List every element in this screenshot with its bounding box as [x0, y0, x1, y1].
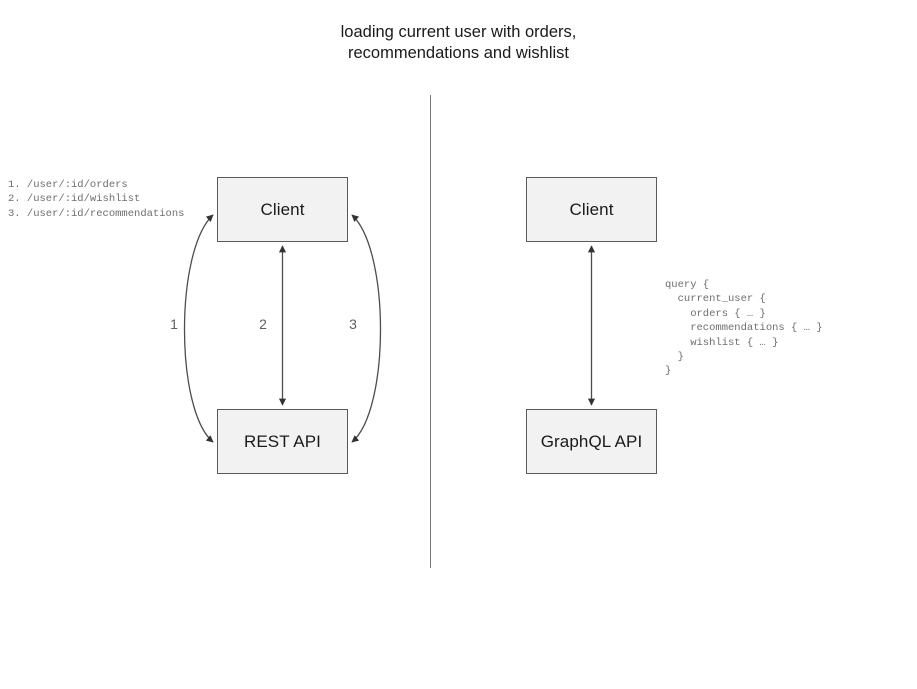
page-title: loading current user with orders, recomm…: [340, 23, 577, 62]
node-label: GraphQL API: [540, 431, 643, 451]
edge-1-curve-client-rest: [183, 214, 214, 443]
edge-number-2: 2: [259, 316, 267, 332]
node-label: Client: [260, 199, 305, 219]
graphql-query-block: query { current_user { orders { … } reco…: [665, 279, 823, 378]
node-rest-api[interactable]: REST API: [217, 409, 348, 474]
node-label: REST API: [243, 431, 322, 451]
vertical-divider: [430, 95, 431, 568]
edge-number-1: 1: [170, 316, 178, 332]
node-client-graphql[interactable]: Client: [526, 177, 657, 242]
node-graphql-api[interactable]: GraphQL API: [526, 409, 657, 474]
node-client-rest[interactable]: Client: [217, 177, 348, 242]
node-label: Client: [569, 199, 614, 219]
edge-number-3: 3: [349, 316, 357, 332]
rest-endpoints-list: 1. /user/:id/orders 2. /user/:id/wishlis…: [8, 179, 185, 220]
